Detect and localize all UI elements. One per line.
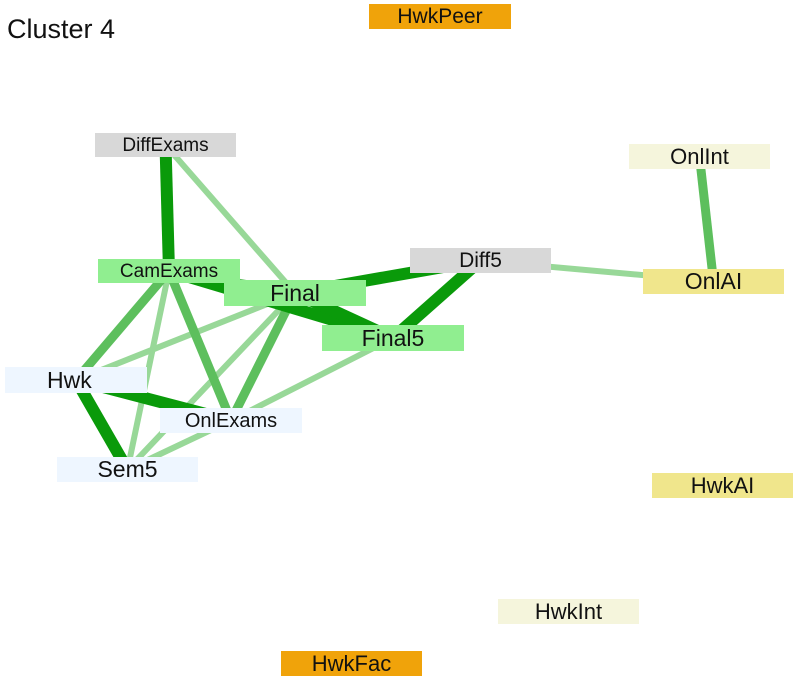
node-hwkfac[interactable]: HwkFac: [281, 651, 422, 676]
node-camexams[interactable]: CamExams: [98, 259, 240, 283]
diagram-title: Cluster 4: [7, 14, 116, 44]
edge-camexams-onlexams: [164, 269, 236, 423]
edge-onlint-onlai: [695, 155, 718, 283]
node-hwkai[interactable]: HwkAI: [652, 473, 793, 498]
node-sem5[interactable]: Sem5: [57, 457, 198, 482]
edge-camexams-hwk: [72, 268, 173, 383]
node-diffexams[interactable]: DiffExams: [95, 133, 236, 157]
node-final[interactable]: Final: [224, 280, 366, 306]
node-hwkpeer[interactable]: HwkPeer: [369, 4, 511, 29]
edge-hwk-sem5: [70, 377, 133, 473]
edge-final-hwk: [74, 290, 297, 383]
edge-diffexams-final: [163, 143, 298, 295]
node-final5[interactable]: Final5: [322, 325, 464, 351]
node-hwk[interactable]: Hwk: [5, 367, 147, 393]
edge-final5-onlexams: [229, 335, 395, 424]
node-onlai[interactable]: OnlAI: [643, 269, 784, 294]
node-hwkint[interactable]: HwkInt: [498, 599, 639, 624]
edge-diffexams-camexams: [159, 144, 175, 272]
node-diff5[interactable]: Diff5: [410, 248, 551, 273]
node-onlexams[interactable]: OnlExams: [160, 408, 302, 433]
node-onlint[interactable]: OnlInt: [629, 144, 770, 169]
edge-final-onlexams: [226, 290, 300, 423]
edge-camexams-sem5: [124, 270, 172, 471]
